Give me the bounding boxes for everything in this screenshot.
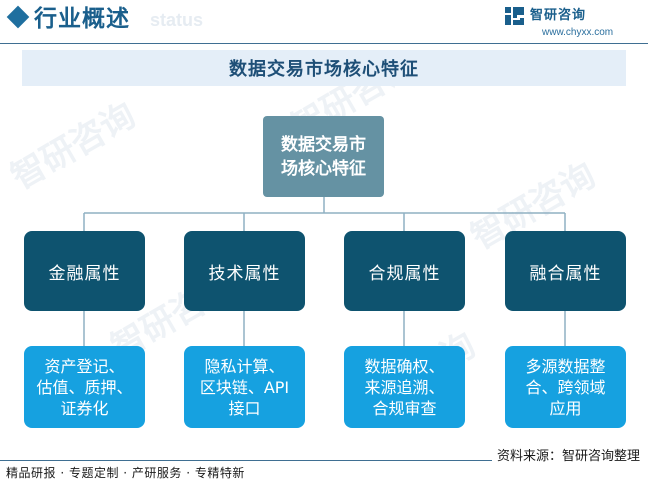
brand-logo: 智研咨询 www.chyxx.com <box>494 4 634 44</box>
detail-node-compliance: 数据确权、 来源追溯、 合规审查 <box>344 346 465 428</box>
footer-divider <box>0 460 492 461</box>
header-divider <box>0 43 648 44</box>
category-node-technology: 技术属性 <box>184 231 305 311</box>
diagram-title: 数据交易市场核心特征 <box>22 50 626 86</box>
logo-icon <box>505 7 524 25</box>
category-node-finance: 金融属性 <box>24 231 145 311</box>
category-node-fusion: 融合属性 <box>505 231 626 311</box>
logo-url: www.chyxx.com <box>542 27 614 38</box>
page-header: status 行业概述 智研咨询 www.chyxx.com <box>0 0 648 44</box>
root-node: 数据交易市 场核心特征 <box>263 116 384 197</box>
category-node-compliance: 合规属性 <box>344 231 465 311</box>
page-title: 行业概述 <box>34 6 130 32</box>
source-note: 资料来源：智研咨询整理 <box>496 449 640 464</box>
detail-node-technology: 隐私计算、 区块链、API 接口 <box>184 346 305 428</box>
logo-name: 智研咨询 <box>530 8 587 23</box>
detail-node-finance: 资产登记、 估值、质押、 证券化 <box>24 346 145 428</box>
detail-node-fusion: 多源数据整 合、跨领域 应用 <box>505 346 626 428</box>
footer-tagline: 精品研报 · 专题定制 · 产研服务 · 专精特新 <box>6 466 245 480</box>
header-ghost-text: status <box>150 10 204 30</box>
